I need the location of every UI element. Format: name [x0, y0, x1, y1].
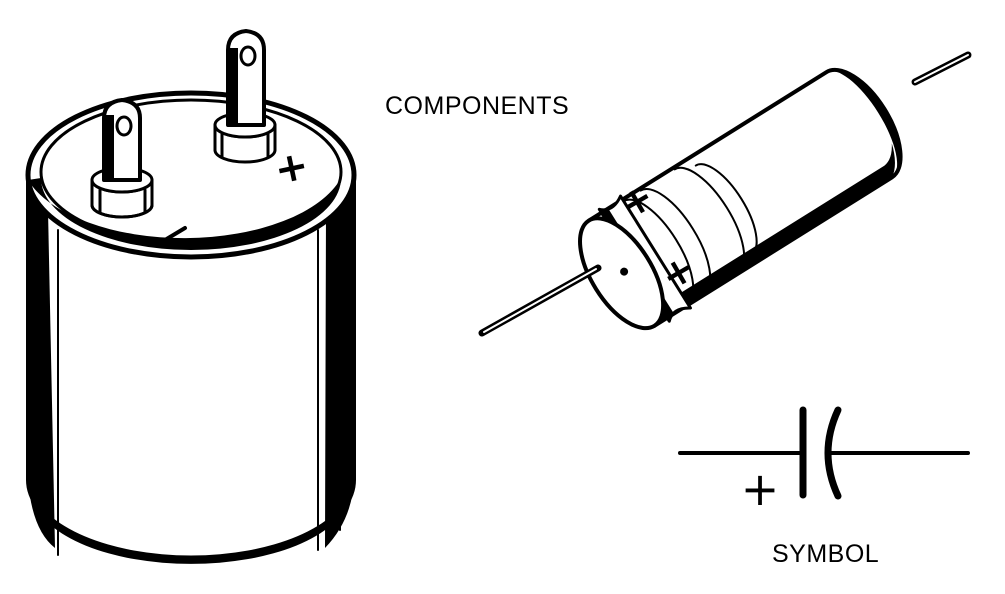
axial-sleeve-lines: [622, 163, 758, 304]
can-negative-terminal: [90, 98, 154, 219]
can-positive-terminal: [213, 29, 277, 164]
symbol-positive-mark: +: [741, 462, 780, 516]
capacitor-symbol: +: [678, 406, 970, 516]
axial-body-shade: [654, 143, 895, 326]
can-negative-mark: [158, 226, 187, 245]
symbol-label: SYMBOL: [772, 540, 880, 568]
axial-capacitor: + +: [478, 51, 972, 337]
can-capacitor: +: [25, 29, 357, 564]
can-hatching: [57, 214, 341, 556]
components-label: COMPONENTS: [385, 92, 570, 120]
can-left-shade: [28, 180, 55, 548]
can-top-band: [28, 178, 341, 250]
